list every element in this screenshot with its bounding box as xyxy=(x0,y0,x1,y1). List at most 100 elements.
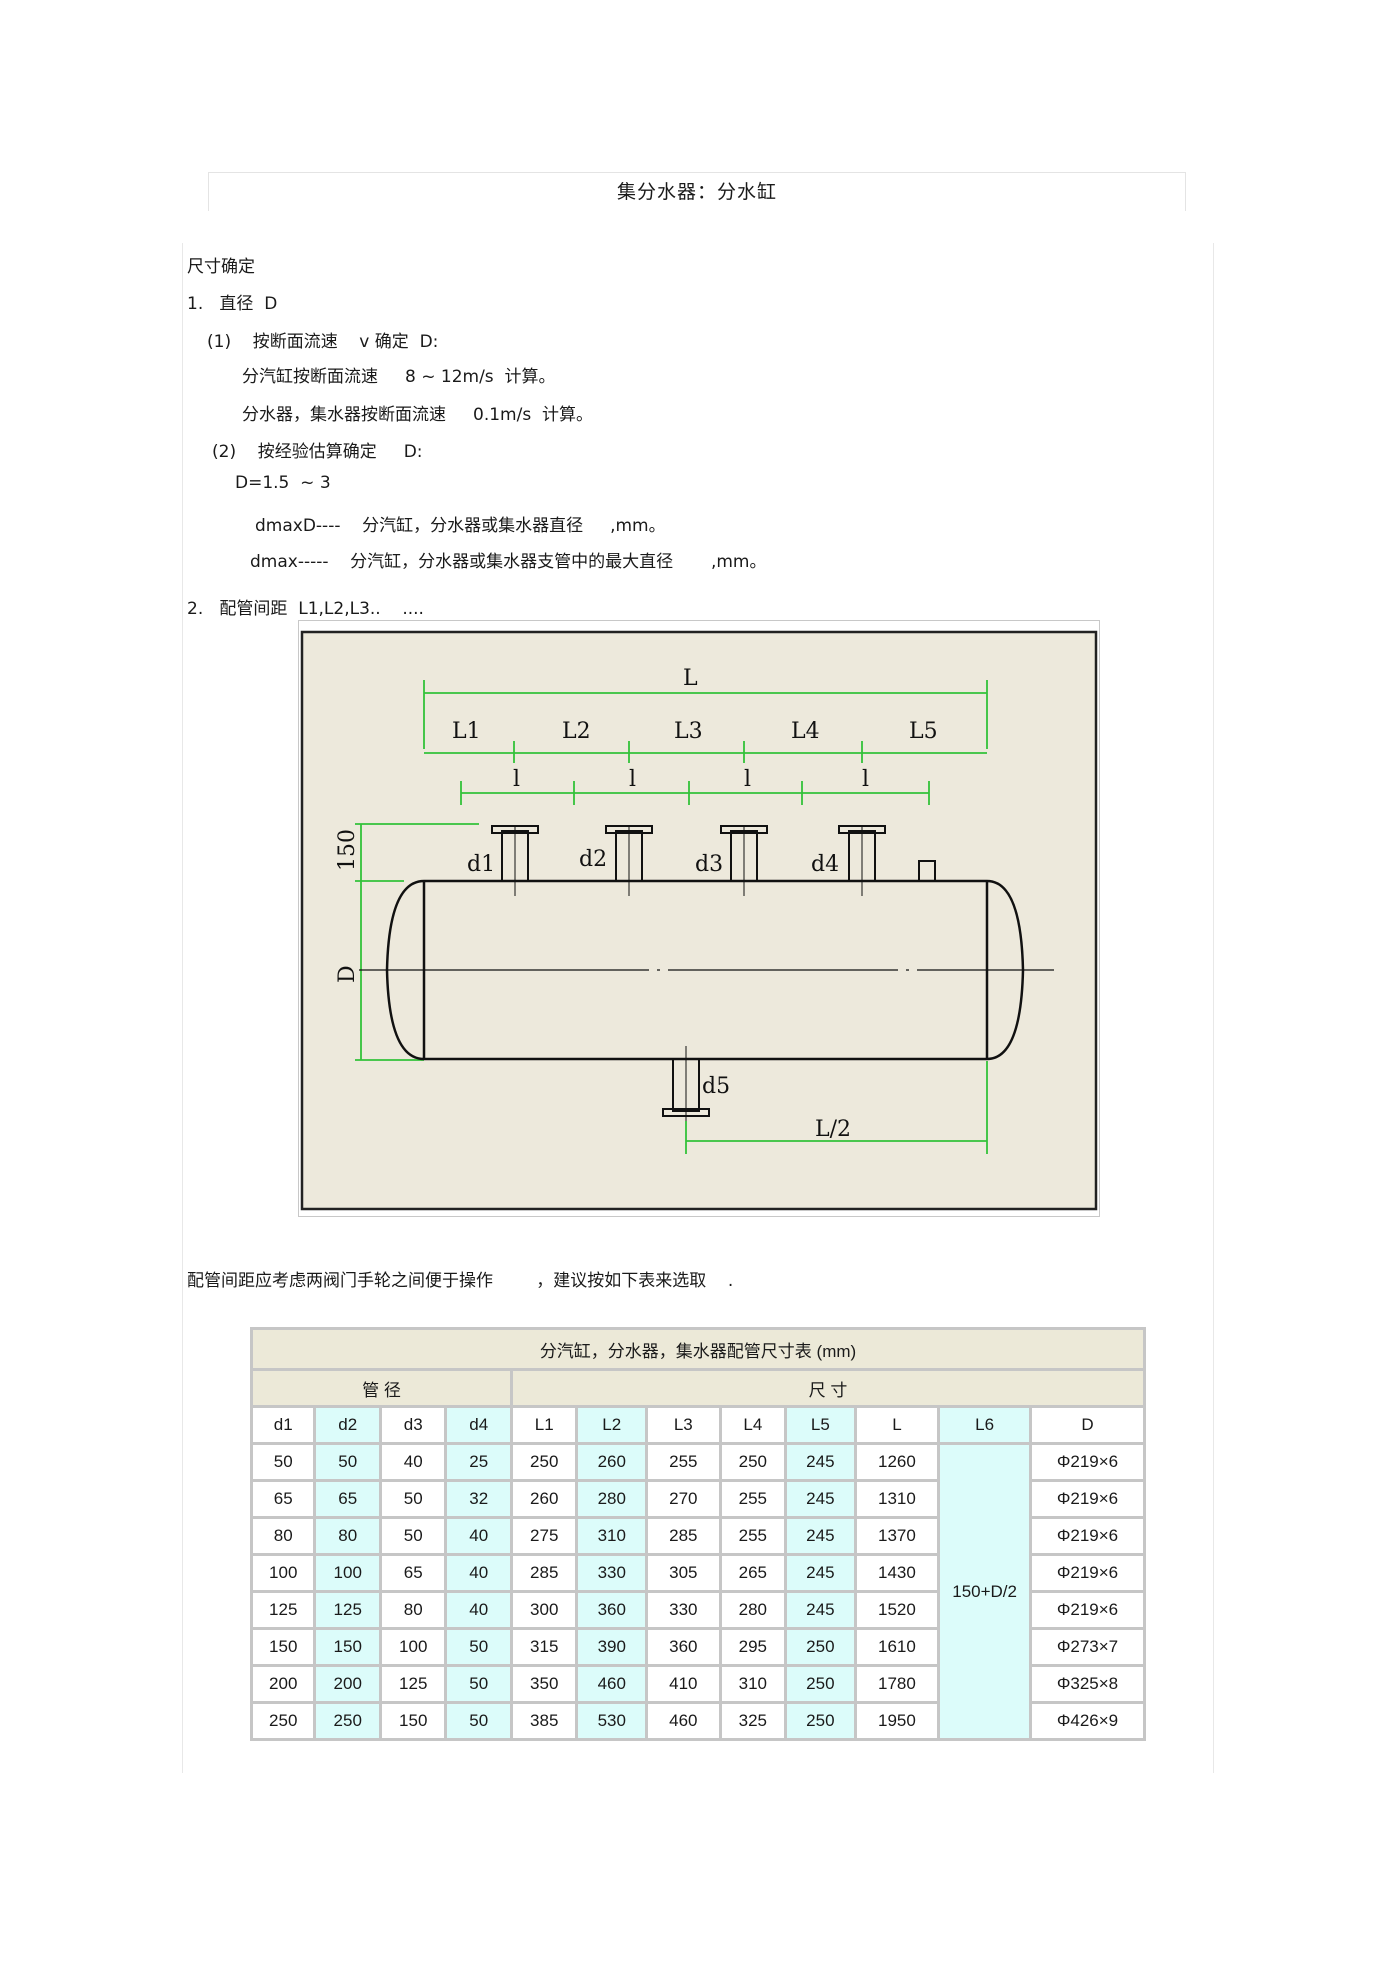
table-cell: 100 xyxy=(378,1627,448,1667)
table-cell: 460 xyxy=(575,1664,649,1704)
svg-text:l: l xyxy=(513,767,520,792)
svg-text:L: L xyxy=(683,666,698,691)
col-header: L5 xyxy=(784,1405,857,1445)
header-drawing: L L1 L2 L3 L4 L5 l l l l d1 d2 d3 d4 d5 … xyxy=(298,620,1100,1217)
table-cell: 255 xyxy=(718,1516,788,1556)
table-caption: 分汽缸，分水器，集水器配管尺寸表 (mm) xyxy=(250,1327,1146,1371)
text-water-velocity: 分水器，集水器按断面流速 0.1m/s 计算。 xyxy=(242,405,594,425)
sub-item-empirical: (2) 按经验估算确定 D: xyxy=(212,442,423,462)
col-header: L3 xyxy=(645,1405,722,1445)
table-cell: 255 xyxy=(645,1442,722,1482)
svg-text:L/2: L/2 xyxy=(815,1117,851,1142)
text-steam-velocity: 分汽缸按断面流速 8 ~ 12m/s 计算。 xyxy=(242,367,556,387)
section-heading: 尺寸确定 xyxy=(187,257,255,277)
table-cell: 40 xyxy=(444,1516,513,1556)
table-cell: 330 xyxy=(645,1590,722,1630)
table-cell: 40 xyxy=(378,1442,448,1482)
svg-text:d4: d4 xyxy=(811,852,839,877)
table-cell: 200 xyxy=(249,1664,317,1704)
table-cell: 32 xyxy=(444,1479,513,1519)
table-cell: 305 xyxy=(645,1553,722,1593)
col-header: d3 xyxy=(378,1405,448,1445)
svg-text:L2: L2 xyxy=(562,719,591,744)
table-cell: 390 xyxy=(575,1627,649,1667)
svg-text:l: l xyxy=(862,767,869,792)
svg-text:l: l xyxy=(744,767,751,792)
svg-text:150: 150 xyxy=(335,829,360,871)
table-cell: 260 xyxy=(509,1479,579,1519)
table-cell: 80 xyxy=(378,1590,448,1630)
svg-text:l: l xyxy=(629,767,636,792)
table-cell: 250 xyxy=(784,1627,857,1667)
page-title: 集分水器：分水缸 xyxy=(616,181,777,203)
table-cell: 410 xyxy=(645,1664,722,1704)
svg-text:d3: d3 xyxy=(695,852,723,877)
table-cell: 245 xyxy=(784,1553,857,1593)
group-header-pipe: 管 径 xyxy=(250,1368,513,1408)
table-cell: 40 xyxy=(444,1553,513,1593)
pipe-size-table: 分汽缸，分水器，集水器配管尺寸表 (mm) 管 径 尺 寸 d1 d2 d3 d… xyxy=(249,1327,1147,1741)
table-cell-diameter: Φ219×6 xyxy=(1028,1442,1147,1482)
svg-text:L5: L5 xyxy=(909,719,938,744)
table-cell: 285 xyxy=(509,1553,579,1593)
table-cell: 360 xyxy=(575,1590,649,1630)
table-cell: 250 xyxy=(784,1701,857,1741)
table-cell: 275 xyxy=(509,1516,579,1556)
content-frame xyxy=(182,243,1214,1773)
table-cell: 300 xyxy=(509,1590,579,1630)
col-header: L xyxy=(853,1405,941,1445)
l6-merged-cell: 150+D/2 xyxy=(937,1442,1032,1741)
table-cell-diameter: Φ219×6 xyxy=(1028,1479,1147,1519)
table-cell-diameter: Φ219×6 xyxy=(1028,1553,1147,1593)
table-cell: 25 xyxy=(444,1442,513,1482)
svg-text:d2: d2 xyxy=(579,847,607,872)
text-formula: D=1.5 ~ 3 xyxy=(235,473,331,493)
table-cell: 150 xyxy=(378,1701,448,1741)
item-pipe-spacing: 2. 配管间距 L1,L2,L3.. .... xyxy=(187,599,424,619)
table-cell: 245 xyxy=(784,1516,857,1556)
text-spacing-advice: 配管间距应考虑两阀门手轮之间便于操作 ，建议按如下表来选取 . xyxy=(187,1271,734,1291)
col-header: d2 xyxy=(313,1405,382,1445)
table-cell: 260 xyxy=(575,1442,649,1482)
col-header: L2 xyxy=(575,1405,649,1445)
table-cell: 150 xyxy=(313,1627,382,1667)
group-header-size: 尺 寸 xyxy=(509,1368,1147,1408)
svg-text:L3: L3 xyxy=(674,719,703,744)
table-cell: 150 xyxy=(249,1627,317,1667)
table-cell: 325 xyxy=(718,1701,788,1741)
table-cell: 1780 xyxy=(853,1664,941,1704)
col-header: L6 xyxy=(937,1405,1032,1445)
table-cell: 50 xyxy=(444,1664,513,1704)
text-dmax-definition: dmax----- 分汽缸，分水器或集水器支管中的最大直径 ,mm。 xyxy=(250,552,767,572)
svg-text:D: D xyxy=(335,965,360,983)
table-cell: 40 xyxy=(444,1590,513,1630)
table-cell: 65 xyxy=(378,1553,448,1593)
table-cell: 50 xyxy=(313,1442,382,1482)
table-cell: 255 xyxy=(718,1479,788,1519)
table-cell: 100 xyxy=(249,1553,317,1593)
table-cell: 350 xyxy=(509,1664,579,1704)
table-cell: 50 xyxy=(378,1516,448,1556)
table-cell: 280 xyxy=(718,1590,788,1630)
table-cell: 315 xyxy=(509,1627,579,1667)
table-cell: 280 xyxy=(575,1479,649,1519)
table-cell: 1260 xyxy=(853,1442,941,1482)
table-cell: 330 xyxy=(575,1553,649,1593)
table-cell: 310 xyxy=(575,1516,649,1556)
table-cell: 200 xyxy=(313,1664,382,1704)
table-cell: 80 xyxy=(249,1516,317,1556)
col-header: D xyxy=(1028,1405,1147,1445)
table-cell: 50 xyxy=(444,1627,513,1667)
table-cell: 125 xyxy=(249,1590,317,1630)
svg-text:d1: d1 xyxy=(467,852,495,877)
table-cell: 50 xyxy=(249,1442,317,1482)
text-dmaxD-definition: dmaxD---- 分汽缸，分水器或集水器直径 ,mm。 xyxy=(255,516,666,536)
table-cell: 65 xyxy=(313,1479,382,1519)
table-cell: 530 xyxy=(575,1701,649,1741)
